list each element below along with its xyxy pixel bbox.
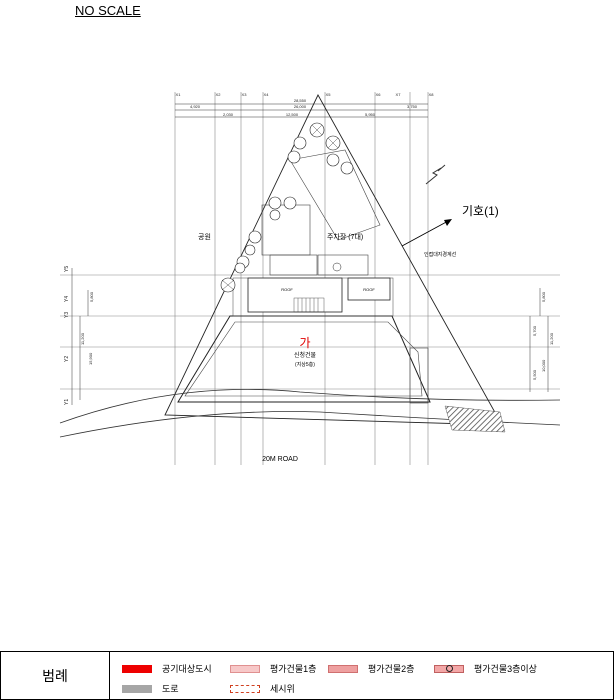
dim-c: 12,500 xyxy=(286,112,299,117)
legend-label: 평가건물2층 xyxy=(368,664,415,674)
dim-left-c: 15,900 xyxy=(88,352,93,365)
parking-label: 주차장 (7대) xyxy=(327,232,363,241)
dim-left-b: 11,200 xyxy=(80,332,85,345)
legend-label: 공기대상도시 xyxy=(162,664,212,674)
symbol-leader xyxy=(401,219,451,247)
symbol-label: 기호(1) xyxy=(462,204,499,218)
dim-e: 3,750 xyxy=(407,104,418,109)
legend-item-floor1: 평가건물1층 xyxy=(230,662,316,675)
circle-icon xyxy=(445,665,453,672)
legend-label: 도로 xyxy=(162,684,179,694)
left-dimensions xyxy=(71,268,89,405)
stair xyxy=(293,297,325,313)
legend: 범례 공기대상도시 평가건물1층 평가건물2층 평가건물3층이상 도로 세시위 xyxy=(0,651,614,700)
col-label-x1: X1 xyxy=(176,92,182,97)
building-outline-inner xyxy=(184,321,423,397)
legend-item-floor3: 평가건물3층이상 xyxy=(434,662,537,675)
row-label-y3: Y3 xyxy=(64,312,70,318)
dim-d: 5,950 xyxy=(365,112,376,117)
col-label-x6: X6 xyxy=(376,92,382,97)
building-name: 신청건물 xyxy=(294,351,317,359)
building-code: 가 xyxy=(299,336,310,350)
dim-right-d: 5,500 xyxy=(532,369,537,380)
legend-swatch-red xyxy=(122,664,152,673)
legend-label: 평가건물1층 xyxy=(270,664,317,674)
right-dimensions xyxy=(529,288,549,392)
north-arrow-icon xyxy=(425,164,446,185)
legend-label: 세시위 xyxy=(270,684,295,694)
site-boundary xyxy=(164,94,503,426)
legend-item-floor2: 평가건물2층 xyxy=(328,662,414,675)
row-label-y1: Y1 xyxy=(64,399,70,405)
dim-right-b: 5,700 xyxy=(532,325,537,336)
no-scale-note: NO SCALE xyxy=(75,3,141,18)
top-dimensions xyxy=(175,103,428,118)
tree-marks xyxy=(221,124,339,291)
roof-block-main xyxy=(247,277,343,313)
col-label-x2: X2 xyxy=(216,92,222,97)
legend-item-target: 공기대상도시 xyxy=(122,662,212,675)
dim-b: 2,030 xyxy=(223,112,234,117)
legend-swatch-dashed xyxy=(230,684,260,693)
row-label-y5: Y5 xyxy=(64,266,70,272)
col-label-x5: X5 xyxy=(326,92,332,97)
legend-swatch-circle xyxy=(434,664,464,673)
dim-total: 28,550 xyxy=(294,98,307,103)
row-label-y4: Y4 xyxy=(64,296,70,302)
legend-swatch-hatch xyxy=(230,664,260,673)
parking-outline xyxy=(289,149,381,241)
roof-label-side: ROOF xyxy=(363,287,375,292)
building-note: (지상5층) xyxy=(295,361,315,368)
dim-a: 4,920 xyxy=(190,104,201,109)
legend-item-road: 도로 xyxy=(122,682,179,695)
legend-item-dashed: 세시위 xyxy=(230,682,295,695)
building-annex xyxy=(409,347,429,404)
road-label: 20M ROAD xyxy=(262,456,298,463)
boundary-note: 인접대지경계선 xyxy=(424,251,457,258)
plant-mark xyxy=(332,262,342,272)
dim-right-a: 5,800 xyxy=(541,291,546,302)
road-hatch xyxy=(444,405,506,433)
legend-label: 평가건물3층이상 xyxy=(474,664,537,674)
symbol-arrowhead xyxy=(444,219,452,226)
col-label-x7: X7 xyxy=(396,92,402,97)
dim-right-e: 10,000 xyxy=(541,359,546,372)
dim-left-a: 5,800 xyxy=(89,291,94,302)
legend-swatch-gray xyxy=(122,684,152,693)
park-label: 공원 xyxy=(198,232,211,241)
col-label-x3: X3 xyxy=(242,92,248,97)
dim-inner: 26,000 xyxy=(294,104,307,109)
legend-title: 범례 xyxy=(1,652,110,699)
site-plan: 28,550 26,000 4,920 2,030 12,500 5,950 3… xyxy=(59,92,561,465)
row-label-y2: Y2 xyxy=(64,356,70,362)
col-label-x8: X8 xyxy=(429,92,435,97)
roof-label-main: ROOF xyxy=(281,287,293,292)
legend-swatch-cross xyxy=(328,664,358,673)
col-label-x4: X4 xyxy=(264,92,270,97)
dim-right-c: 11,200 xyxy=(549,332,554,345)
